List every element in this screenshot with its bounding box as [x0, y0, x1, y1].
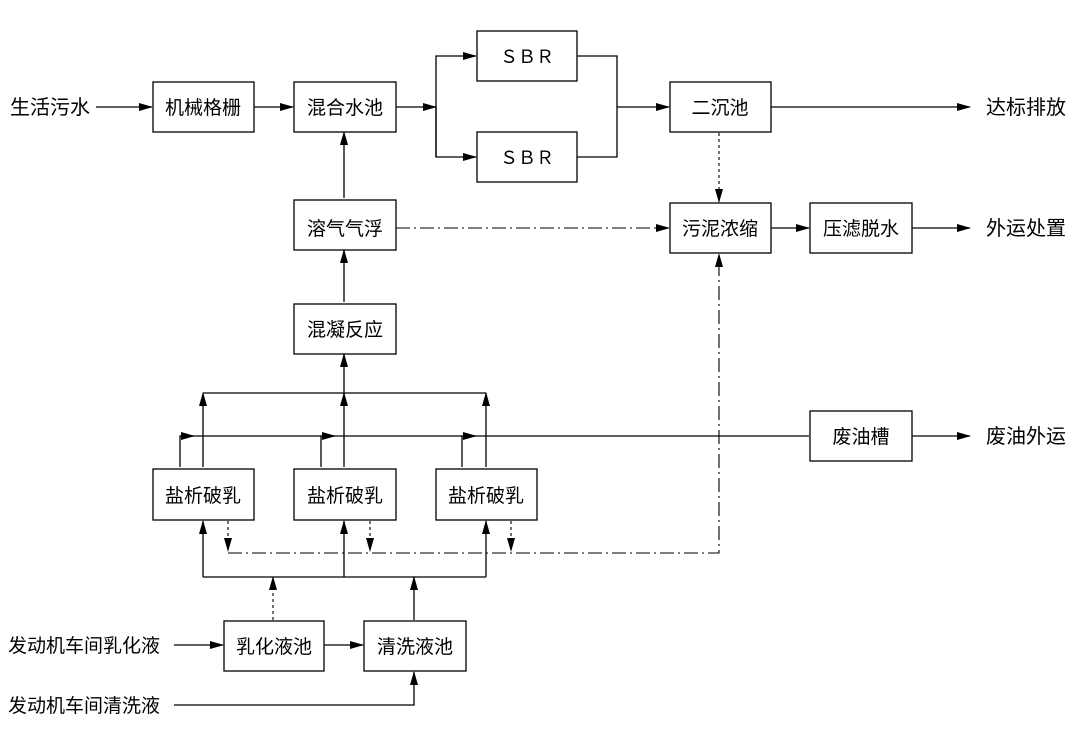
label-domestic-sewage: 生活污水 [10, 95, 90, 119]
box-mixing-tank: 混合水池 [293, 81, 397, 133]
svg-text:盐析破乳: 盐析破乳 [307, 485, 383, 507]
box-sbr-2: ＳＢＲ [476, 131, 578, 183]
box-coagulation: 混凝反应 [293, 303, 397, 355]
box-filter-press: 压滤脱水 [809, 202, 913, 254]
svg-text:ＳＢＲ: ＳＢＲ [500, 47, 554, 68]
svg-text:污泥浓缩: 污泥浓缩 [682, 218, 758, 240]
svg-text:盐析破乳: 盐析破乳 [448, 485, 524, 507]
svg-text:废油槽: 废油槽 [832, 426, 889, 448]
label-cleaning-source: 发动机车间清洗液 [8, 695, 160, 717]
label-emulsion-source: 发动机车间乳化液 [8, 635, 160, 657]
svg-text:二沉池: 二沉池 [691, 97, 748, 119]
svg-text:乳化液池: 乳化液池 [236, 636, 312, 658]
svg-text:混合水池: 混合水池 [307, 97, 383, 119]
label-discharge: 达标排放 [986, 95, 1066, 119]
box-salting-1: 盐析破乳 [152, 468, 255, 521]
svg-text:压滤脱水: 压滤脱水 [823, 218, 899, 240]
box-emulsion-tank: 乳化液池 [223, 620, 325, 672]
solid-flow-lines [96, 52, 971, 706]
svg-text:机械格栅: 机械格栅 [165, 97, 241, 119]
svg-text:溶气气浮: 溶气气浮 [307, 218, 383, 240]
svg-text:清洗液池: 清洗液池 [377, 636, 453, 658]
svg-text:ＳＢＲ: ＳＢＲ [500, 148, 554, 169]
box-sbr-1: ＳＢＲ [476, 30, 578, 82]
box-dissolved-air-flotation: 溶气气浮 [293, 199, 397, 251]
label-waste-oil-out: 废油外运 [986, 424, 1066, 448]
box-cleaning-tank: 清洗液池 [363, 620, 467, 672]
svg-text:混凝反应: 混凝反应 [307, 319, 383, 341]
box-sludge-thickening: 污泥浓缩 [669, 202, 772, 254]
svg-text:盐析破乳: 盐析破乳 [165, 485, 241, 507]
label-external-disposal: 外运处置 [986, 216, 1066, 240]
box-mechanical-screen: 机械格栅 [152, 81, 255, 133]
box-salting-2: 盐析破乳 [293, 468, 397, 521]
box-secondary-clarifier: 二沉池 [669, 81, 772, 133]
box-salting-3: 盐析破乳 [435, 468, 538, 521]
box-waste-oil-tank: 废油槽 [809, 410, 913, 462]
sludge-flow-lines [224, 133, 723, 620]
